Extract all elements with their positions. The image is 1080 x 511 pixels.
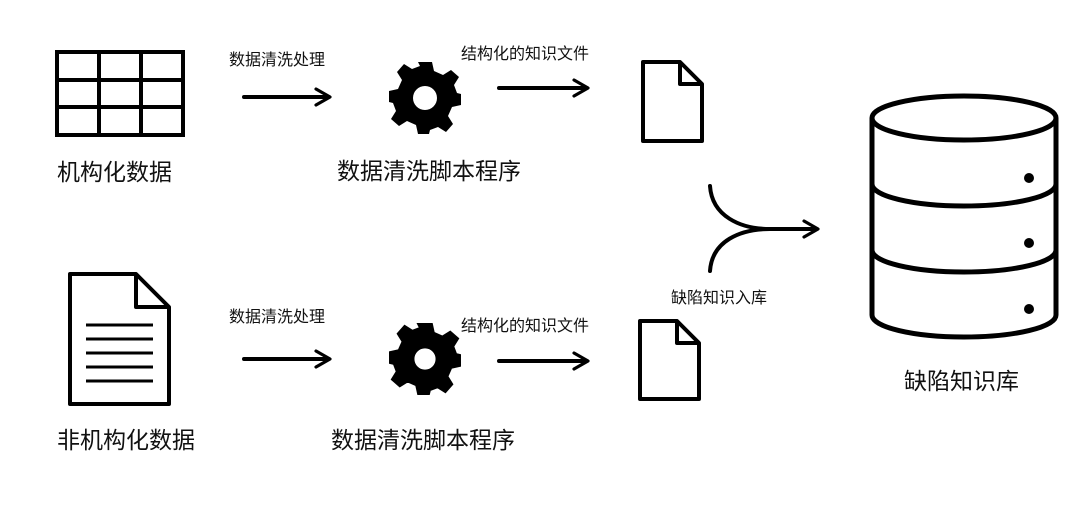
file-icon (638, 319, 701, 401)
document-icon (68, 272, 171, 406)
file-icon (641, 60, 704, 143)
top-source-label: 机构化数据 (57, 160, 172, 186)
bottom-source-label: 非机构化数据 (57, 428, 195, 454)
gear-outline-icon (389, 323, 461, 395)
database-label: 缺陷知识库 (904, 369, 1019, 395)
top-output-label: 结构化的知识文件 (461, 44, 590, 63)
top-script-label: 数据清洗脚本程序 (337, 159, 521, 185)
bottom-script-label: 数据清洗脚本程序 (331, 428, 515, 454)
bottom-output-label: 结构化的知识文件 (461, 316, 590, 335)
merge-label: 缺陷知识入库 (671, 288, 768, 307)
bottom-process-label: 数据清洗处理 (229, 307, 326, 326)
database-icon (869, 93, 1059, 340)
top-process-label: 数据清洗处理 (229, 50, 326, 69)
merge-arrow-icon (708, 184, 820, 273)
gear-icon (389, 62, 461, 134)
table-icon (55, 50, 185, 137)
